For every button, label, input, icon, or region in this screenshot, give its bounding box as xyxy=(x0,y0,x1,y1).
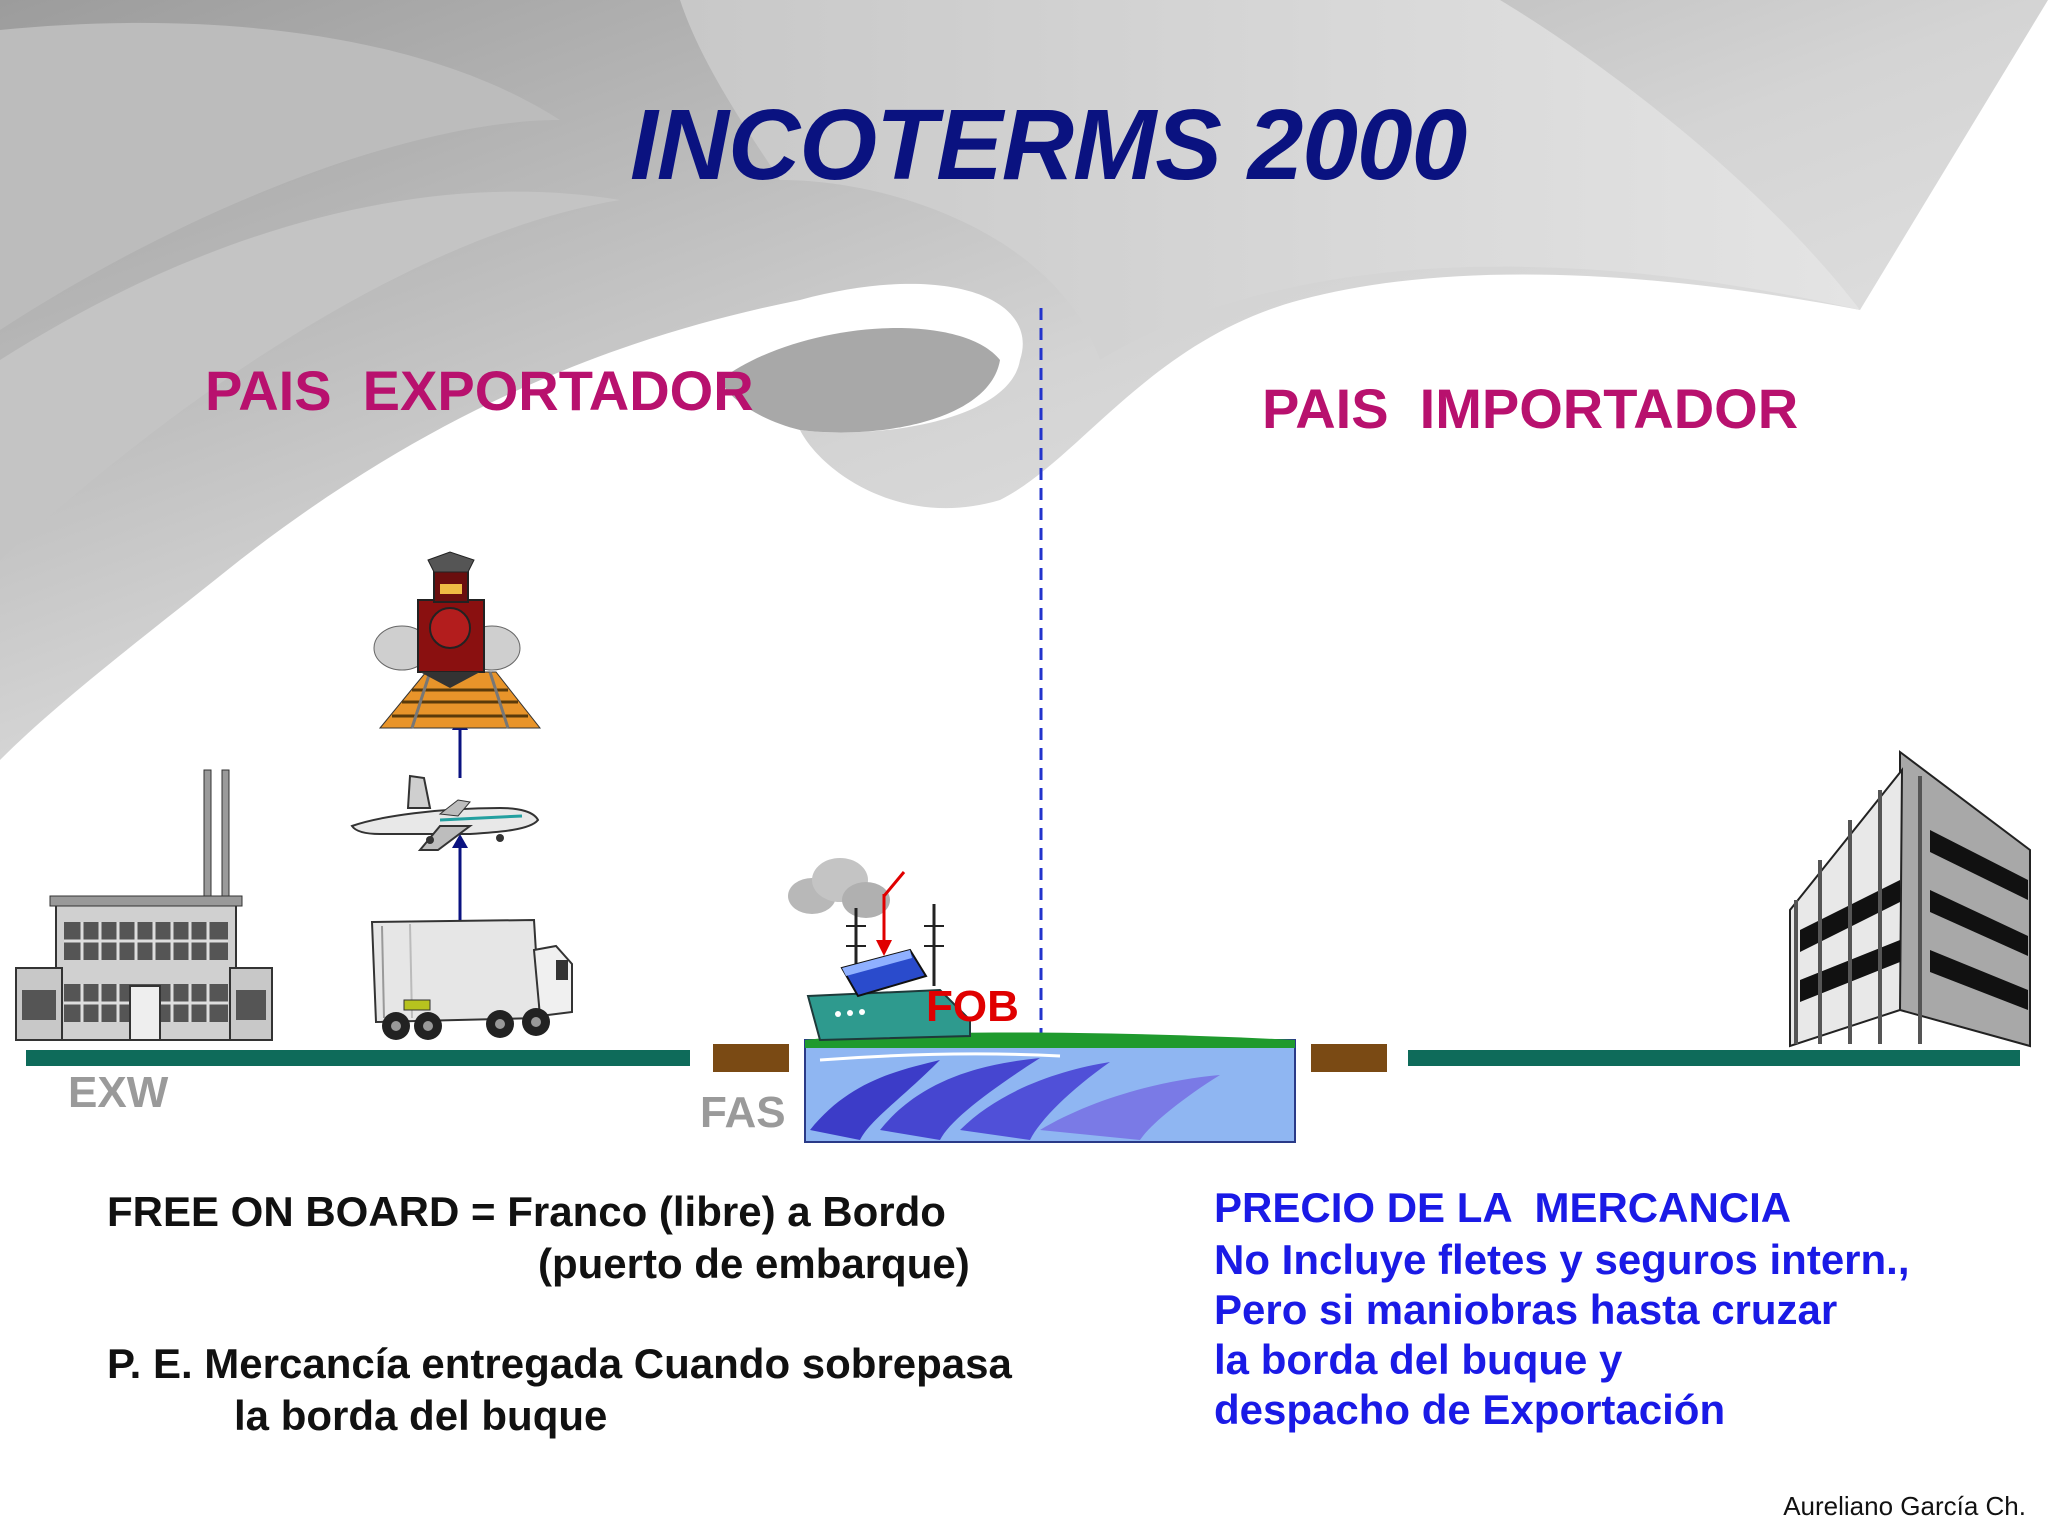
price-note-line-2: No Incluye fletes y seguros intern., xyxy=(1214,1236,1910,1283)
term-fas-label: FAS xyxy=(700,1088,786,1137)
truck-icon xyxy=(370,918,573,1040)
definition-line-4: la borda del buque xyxy=(234,1392,608,1439)
price-note-line-3: Pero si maniobras hasta cruzar xyxy=(1214,1286,1838,1333)
term-fob-label: FOB xyxy=(926,982,1019,1031)
definition-line-1: FREE ON BOARD = Franco (libre) a Bordo xyxy=(107,1188,946,1235)
exporter-country-label: PAIS EXPORTADOR xyxy=(205,359,754,422)
price-note-line-1: PRECIO DE LA MERCANCIA xyxy=(1214,1184,1792,1231)
price-note-line-4: la borda del buque y xyxy=(1214,1336,1623,1383)
dock-left xyxy=(713,1044,789,1072)
definition-line-2: (puerto de embarque) xyxy=(538,1240,970,1287)
airplane-icon xyxy=(350,774,540,851)
author-credit: Aureliano García Ch. xyxy=(1783,1491,2026,1521)
office-building-icon xyxy=(1789,749,2031,1048)
term-exw-label: EXW xyxy=(68,1068,169,1117)
dock-right xyxy=(1311,1044,1387,1072)
road-exporter xyxy=(26,1050,690,1066)
ship-icon xyxy=(788,858,971,1042)
page-title: INCOTERMS 2000 xyxy=(630,89,1467,201)
sea xyxy=(804,1032,1296,1143)
road-importer xyxy=(1408,1050,2020,1066)
definition-line-3: P. E. Mercancía entregada Cuando sobrepa… xyxy=(107,1340,1012,1387)
factory-icon xyxy=(15,769,273,1041)
train-icon xyxy=(373,551,542,729)
importer-country-label: PAIS IMPORTADOR xyxy=(1262,377,1799,440)
price-note-line-5: despacho de Exportación xyxy=(1214,1386,1726,1433)
